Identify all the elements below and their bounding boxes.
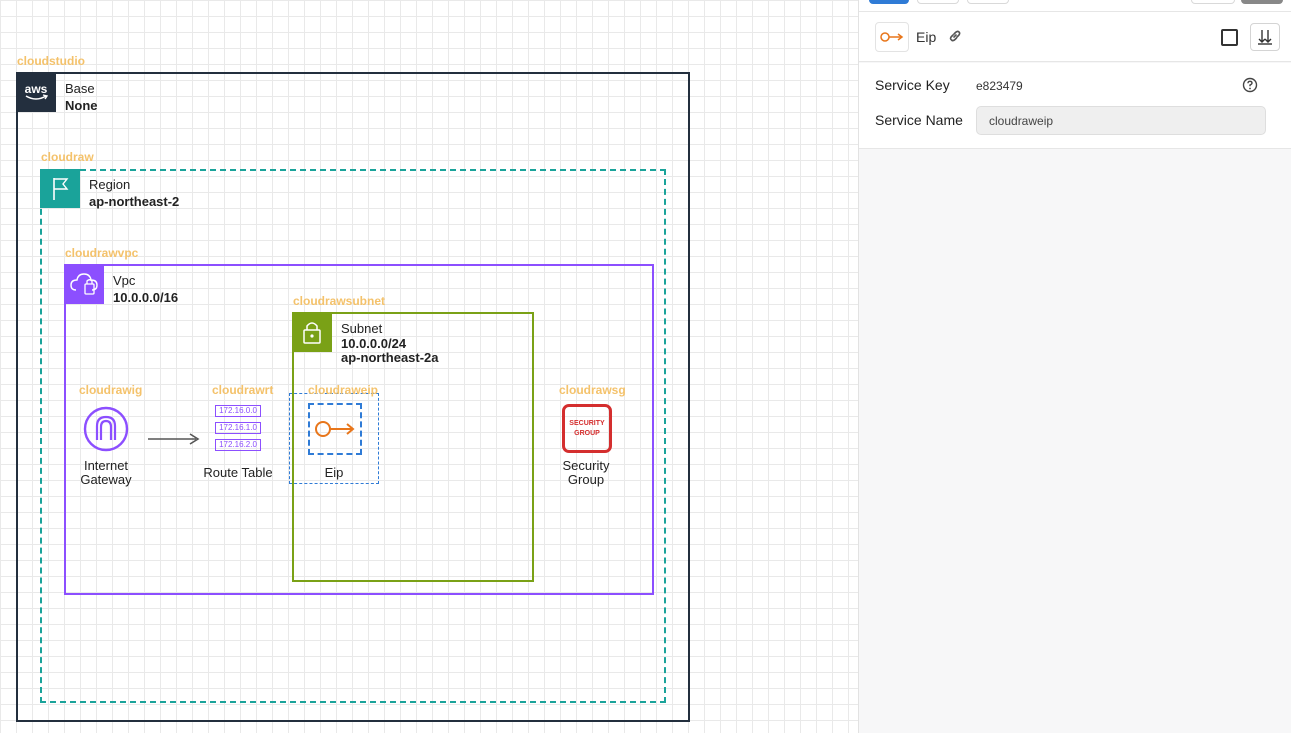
eip-selection-frame[interactable] [289, 393, 379, 484]
region-group-box[interactable] [40, 169, 666, 703]
route-row: 172.16.1.0 [215, 422, 261, 434]
svg-text:aws: aws [25, 82, 48, 96]
region-group-label: cloudraw [41, 150, 94, 164]
key-icon[interactable] [308, 403, 362, 455]
route-table-icon[interactable]: 172.16.0.0 172.16.1.0 172.16.2.0 [214, 405, 262, 451]
select-checkbox[interactable] [1221, 29, 1238, 46]
vpc-group-box[interactable] [64, 264, 654, 595]
link-icon[interactable] [947, 28, 963, 44]
toolbar-tab[interactable] [917, 0, 959, 4]
sg-node-name: Security Group [546, 459, 626, 487]
toolbar-tab[interactable] [967, 0, 1009, 4]
download-icon [1258, 30, 1272, 45]
flag-icon [40, 169, 80, 208]
cloud-lock-icon [64, 264, 104, 304]
base-value-text: None [65, 98, 98, 113]
security-group-icon[interactable]: SECURITY GROUP [562, 404, 612, 453]
region-value-text: ap-northeast-2 [89, 194, 180, 209]
sg-name-line1: Security [562, 458, 610, 473]
subnet-group-box[interactable] [292, 312, 534, 582]
sg-node-label: cloudrawsg [559, 383, 626, 397]
rt-node-name: Route Table [203, 465, 273, 480]
toolbar-tab-dark[interactable] [1241, 0, 1283, 4]
eip-node-name: Eip [324, 465, 344, 480]
vpc-group-title: Vpc 10.0.0.0/16 [113, 272, 178, 306]
diagram-canvas[interactable]: cloudstudio aws Base None cloudraw Regio… [0, 0, 858, 733]
subnet-group-title: Subnet 10.0.0.0/24 ap-northeast-2a [341, 320, 439, 365]
vpc-value-text: 10.0.0.0/16 [113, 290, 179, 305]
aws-logo-icon: aws [16, 72, 56, 112]
base-group-label: cloudstudio [17, 54, 85, 68]
download-button[interactable] [1250, 23, 1280, 51]
route-row: 172.16.2.0 [215, 439, 261, 451]
region-group-title: Region ap-northeast-2 [89, 176, 179, 210]
subnet-title-text: Subnet [341, 321, 383, 336]
region-title-text: Region [89, 177, 131, 192]
base-group-box[interactable] [16, 72, 690, 722]
base-group-title: Base None [65, 80, 98, 114]
toolbar-tab[interactable] [1191, 0, 1235, 4]
service-key-value: e823479 [976, 79, 1023, 93]
eip-type-button[interactable] [875, 22, 909, 52]
sg-badge-line1: SECURITY [569, 419, 605, 427]
service-name-label: Service Name [875, 112, 963, 128]
panel-title: Eip [916, 29, 937, 45]
sg-name-line2: Group [567, 472, 605, 487]
internet-gateway-icon[interactable] [83, 406, 129, 452]
service-name-input[interactable] [976, 106, 1266, 135]
subnet-value-text: 10.0.0.0/24 [341, 336, 407, 351]
rt-node-label: cloudrawrt [212, 383, 274, 397]
vpc-group-label: cloudrawvpc [65, 246, 139, 260]
vpc-title-text: Vpc [113, 273, 136, 288]
igw-name-line2: Gateway [80, 472, 132, 487]
eip-node-label: cloudraweip [308, 383, 379, 397]
base-title-text: Base [65, 81, 95, 96]
help-icon[interactable] [1242, 77, 1258, 93]
service-key-label: Service Key [875, 77, 950, 93]
panel-header: Eip [859, 12, 1291, 62]
igw-node-label: cloudrawig [79, 383, 143, 397]
sg-badge-line2: GROUP [574, 429, 600, 437]
properties-panel: Eip Service Key e823479 Service Name [858, 0, 1291, 733]
subnet-az-text: ap-northeast-2a [341, 350, 439, 365]
igw-node-name: Internet Gateway [66, 459, 146, 487]
panel-toolbar [859, 0, 1291, 12]
route-row: 172.16.0.0 [215, 405, 261, 417]
key-icon [880, 32, 904, 42]
toolbar-tab-primary[interactable] [869, 0, 909, 4]
subnet-group-label: cloudrawsubnet [293, 294, 386, 308]
igw-name-line1: Internet [83, 458, 129, 473]
padlock-icon [292, 312, 332, 352]
connection-arrow[interactable] [146, 432, 202, 446]
properties-form: Service Key e823479 Service Name [859, 63, 1291, 149]
